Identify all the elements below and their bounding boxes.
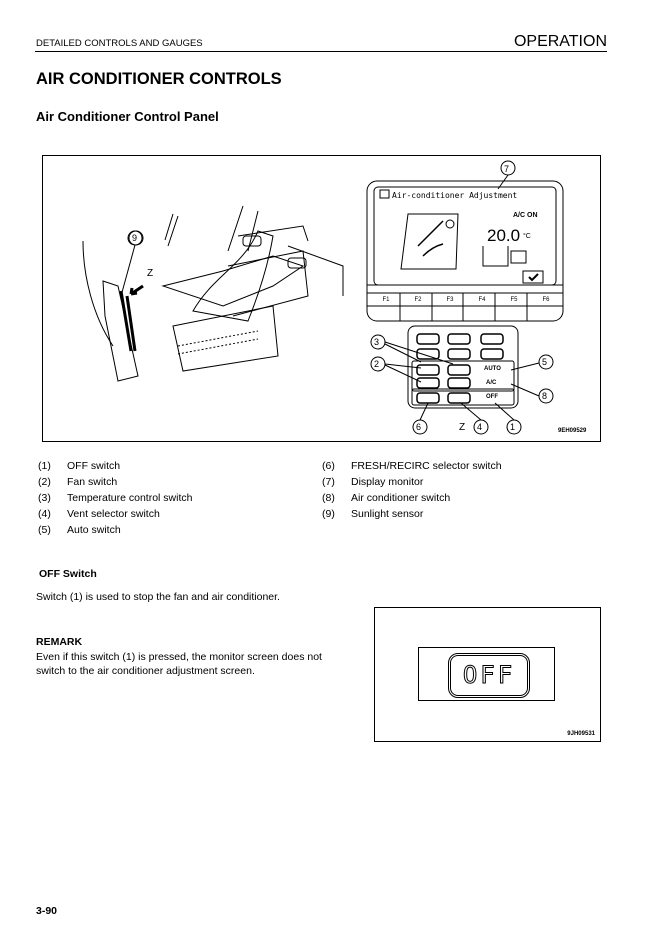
f5-key: F5 <box>510 297 518 303</box>
monitor-title: Air-conditioner Adjustment <box>392 191 518 200</box>
legend-label: FRESH/RECIRC selector switch <box>351 460 502 472</box>
callout-4: 4 <box>477 422 483 432</box>
legend-num: (3) <box>38 492 51 504</box>
function-keys: F1 F2 F3 F4 F5 F6 <box>370 297 562 303</box>
legend-num: (9) <box>322 508 335 520</box>
callout-8: 8 <box>542 391 548 401</box>
cab-illustration <box>82 160 564 435</box>
legend-num: (8) <box>322 492 335 504</box>
legend-label: Display monitor <box>351 476 424 488</box>
callout-1: 1 <box>510 422 516 432</box>
header-section: DETAILED CONTROLS AND GAUGES <box>36 38 203 49</box>
legend-label: Temperature control switch <box>67 492 193 504</box>
f2-key: F2 <box>414 297 422 303</box>
f4-key: F4 <box>478 297 486 303</box>
legend-label: Vent selector switch <box>67 508 160 520</box>
switch-panel <box>418 647 555 701</box>
legend-num: (5) <box>38 524 51 536</box>
f1-key: F1 <box>382 297 390 303</box>
remark-line-1: Even if this switch (1) is pressed, the … <box>36 651 322 663</box>
legend-num: (2) <box>38 476 51 488</box>
auto-button-label: AUTO <box>484 366 501 372</box>
header-divider <box>35 51 607 52</box>
legend-label: Auto switch <box>67 524 121 536</box>
section-subtitle: Air Conditioner Control Panel <box>36 109 219 124</box>
legend-label: Air conditioner switch <box>351 492 451 504</box>
off-button: OFF <box>448 653 530 698</box>
callout-6: 6 <box>416 422 422 432</box>
temperature-readout: 20.0 <box>487 226 521 245</box>
ac-status: A/C ON <box>513 212 538 219</box>
callout-9: 9 <box>132 233 138 243</box>
off-switch-heading: OFF Switch <box>39 568 97 580</box>
f6-key: F6 <box>542 297 550 303</box>
figure-code: 9EH09529 <box>558 428 587 434</box>
figure-code: 9JH09531 <box>567 731 595 737</box>
remark-line-2: switch to the air conditioner adjustment… <box>36 665 255 677</box>
callout-2: 2 <box>374 359 380 369</box>
legend-num: (1) <box>38 460 51 472</box>
control-panel-figure: Air-conditioner Adjustment A/C ON 20.0 °… <box>42 155 601 442</box>
header-chapter: OPERATION <box>513 33 607 50</box>
page-number: 3-90 <box>36 905 58 917</box>
legend-label: Fan switch <box>67 476 118 488</box>
page-title: AIR CONDITIONER CONTROLS <box>36 70 282 88</box>
view-label: Z <box>459 422 466 433</box>
legend-label: OFF switch <box>67 460 121 472</box>
off-button-label: OFF <box>486 394 498 400</box>
off-switch-body: Switch (1) is used to stop the fan and a… <box>36 591 280 603</box>
f3-key: F3 <box>446 297 454 303</box>
off-switch-figure: OFF 9JH09531 <box>374 607 601 742</box>
callout-3: 3 <box>374 337 380 347</box>
callout-7: 7 <box>504 164 510 174</box>
legend-label: Sunlight sensor <box>351 508 424 520</box>
legend-num: (6) <box>322 460 335 472</box>
view-arrow-label: Z <box>147 268 154 279</box>
ac-button-label: A/C <box>486 380 497 386</box>
remark-heading: REMARK <box>36 636 83 648</box>
callout-5: 5 <box>542 357 548 367</box>
legend-num: (4) <box>38 508 51 520</box>
temperature-unit: °C <box>523 233 531 240</box>
legend-num: (7) <box>322 476 335 488</box>
